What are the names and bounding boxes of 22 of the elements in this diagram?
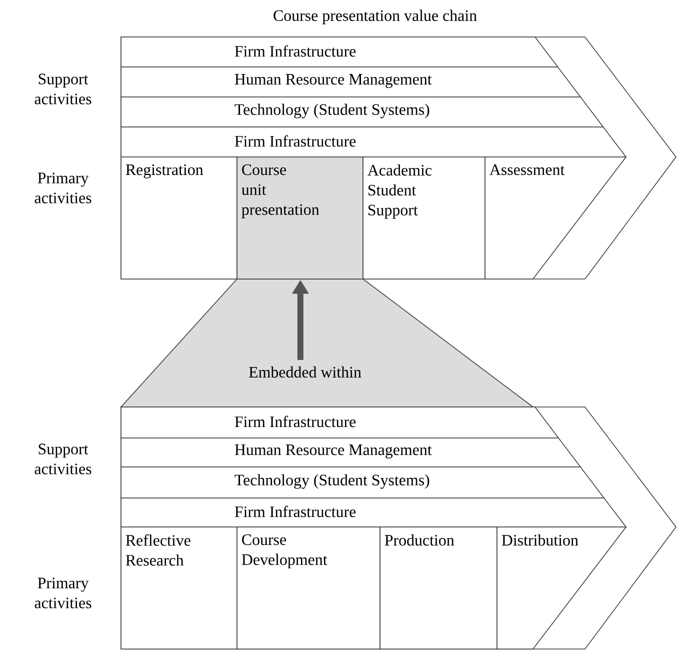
activity-cell: Reflective Research bbox=[120, 526, 238, 650]
activity-cell: Registration bbox=[120, 156, 238, 280]
support-band: Firm Infrastructure bbox=[120, 498, 627, 528]
activity-cell: Distribution bbox=[496, 526, 627, 650]
activity-cell: Course unit presentation bbox=[236, 156, 364, 280]
activity-cell: Academic Student Support bbox=[362, 156, 486, 280]
support-band: Firm Infrastructure bbox=[120, 406, 560, 438]
support-band: Technology (Student Systems) bbox=[120, 466, 605, 498]
node-label: Distribution bbox=[502, 534, 578, 546]
side-label: Support activities bbox=[34, 74, 92, 104]
side-label: Support activities bbox=[34, 444, 92, 474]
side-label: Primary activities bbox=[34, 172, 92, 204]
support-band: Technology (Student Systems) bbox=[120, 96, 604, 128]
activity-cell: Assessment bbox=[484, 156, 627, 280]
support-band: Human Resource Management bbox=[120, 66, 582, 98]
activity-cell: Production bbox=[380, 526, 498, 650]
chart-title: Course presentation value chain bbox=[274, 10, 477, 24]
support-band: Human Resource Management bbox=[120, 438, 582, 468]
activity-cell: Course Development bbox=[236, 526, 380, 650]
side-label: Primary activities bbox=[34, 578, 92, 608]
support-band: Firm Infrastructure bbox=[120, 36, 559, 68]
support-band: Firm Infrastructure bbox=[120, 126, 627, 158]
